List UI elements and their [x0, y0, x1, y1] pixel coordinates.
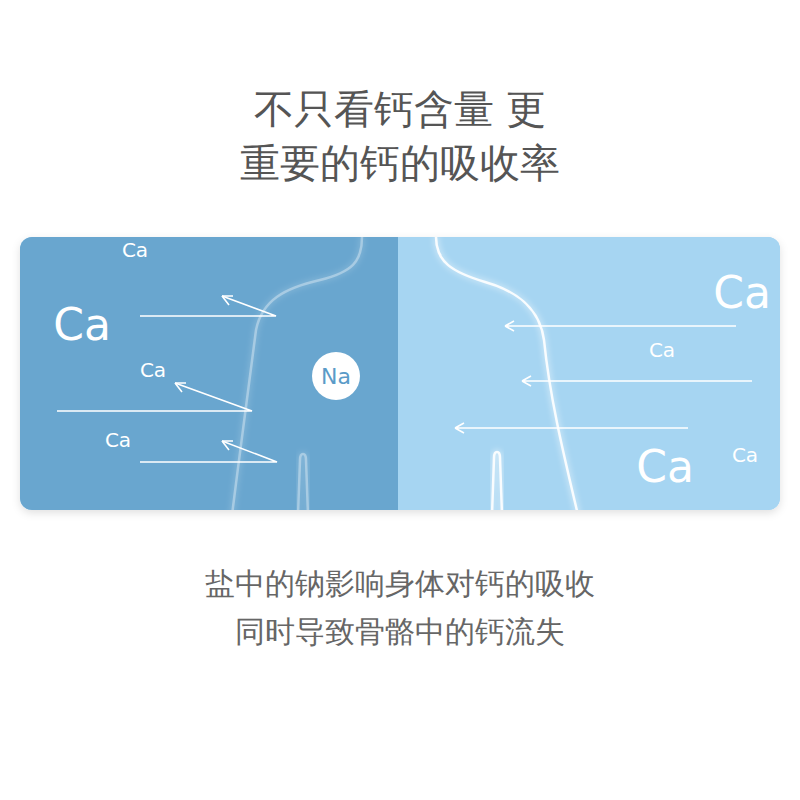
element-symbol: Na [321, 364, 351, 389]
element-symbol: Ca [140, 360, 166, 380]
sodium-circle: Na [312, 352, 360, 400]
element-symbol: Ca [732, 445, 758, 465]
left-panel-fill [20, 237, 398, 510]
absorb-arrows [455, 321, 752, 433]
title: 不只看钙含量 更重要的钙的吸收率 [0, 82, 800, 190]
panel-ground [20, 237, 780, 510]
element-symbol: Ca [649, 340, 675, 360]
element-symbol: Ca [713, 271, 771, 315]
caption: 盐中的钠影响身体对钙的吸收 同时导致骨骼中的钙流失 [0, 560, 800, 656]
element-symbol: Ca [122, 240, 148, 260]
body-silhouette [232, 237, 578, 510]
right-panel-fill [398, 237, 780, 510]
panel: CaCaCaCaNa [20, 237, 398, 510]
element-symbol: Ca [105, 430, 131, 450]
panel: CaCaCaCa [398, 237, 780, 510]
element-symbol: Ca [636, 445, 694, 489]
element-symbol: Ca [53, 303, 111, 347]
